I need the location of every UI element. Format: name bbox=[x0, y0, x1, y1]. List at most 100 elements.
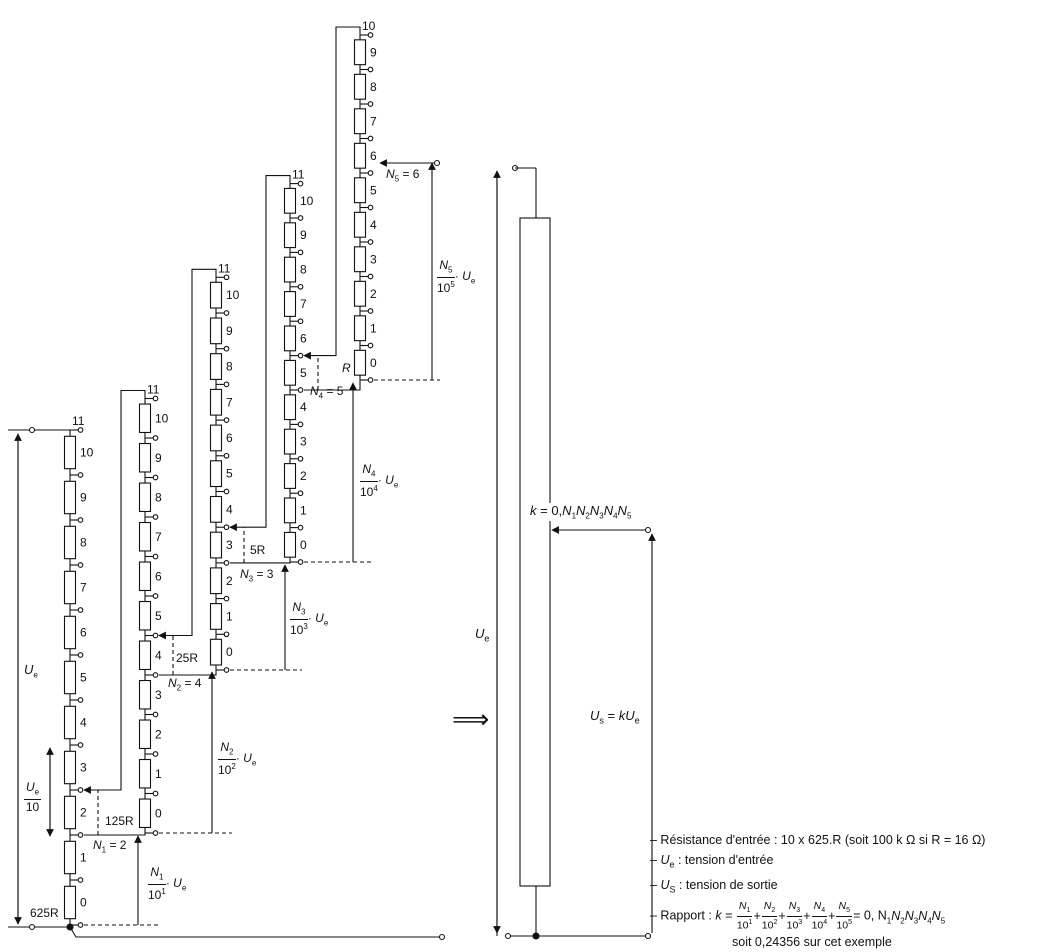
digit-label: 8 bbox=[155, 490, 162, 504]
resistor bbox=[353, 246, 367, 273]
tap-terminal bbox=[223, 524, 230, 531]
resistor bbox=[138, 600, 152, 631]
resistor bbox=[138, 679, 152, 710]
digit-label: 8 bbox=[80, 536, 87, 550]
tap-terminal bbox=[367, 204, 374, 211]
input-terminal-top bbox=[28, 426, 36, 434]
digit-label: 2 bbox=[300, 469, 307, 483]
legend-ue: – Ue : tension d'entrée bbox=[650, 853, 774, 870]
tap-terminal bbox=[223, 631, 230, 638]
tap-terminal bbox=[297, 249, 304, 256]
resistor bbox=[353, 280, 367, 307]
resistor bbox=[63, 480, 77, 515]
tap-terminal bbox=[223, 667, 230, 673]
tap-terminal bbox=[223, 488, 230, 495]
digit-label: 8 bbox=[300, 263, 307, 277]
selection-label-n2: N2 = 4 bbox=[168, 676, 202, 693]
digit-label: 8 bbox=[226, 360, 233, 374]
resistor bbox=[63, 435, 77, 470]
resistor-value-label: 25R bbox=[176, 651, 198, 665]
digit-label: 5 bbox=[300, 366, 307, 380]
resistor bbox=[138, 521, 152, 552]
feed-wire-bottom bbox=[304, 380, 361, 391]
resistor bbox=[63, 705, 77, 740]
tap-terminal bbox=[152, 711, 159, 718]
resistor bbox=[209, 567, 223, 595]
digit-label: 9 bbox=[155, 451, 162, 465]
tap-terminal bbox=[297, 387, 304, 393]
resistor bbox=[209, 281, 223, 309]
digit-label: 9 bbox=[80, 491, 87, 505]
resistor bbox=[138, 758, 152, 789]
left-ue-label: Ue bbox=[24, 662, 38, 680]
resistor bbox=[283, 256, 297, 283]
tap-terminal bbox=[77, 472, 84, 478]
digit-label: 2 bbox=[370, 287, 377, 301]
digit-label: 2 bbox=[226, 574, 233, 588]
digit-label: 1 bbox=[370, 321, 377, 335]
digit-label: 4 bbox=[226, 502, 233, 516]
digit-label: 2 bbox=[155, 727, 162, 741]
top-index-label: 11 bbox=[147, 383, 160, 397]
tap-terminal bbox=[367, 273, 374, 280]
resistor bbox=[138, 798, 152, 829]
tap-terminal bbox=[297, 421, 304, 428]
resistor bbox=[209, 317, 223, 345]
legend-example: soit 0,24356 sur cet exemple bbox=[732, 934, 892, 949]
tap-terminal bbox=[223, 274, 230, 281]
resistor bbox=[209, 603, 223, 630]
resistor bbox=[209, 424, 223, 452]
tap-terminal bbox=[367, 32, 374, 38]
digit-label: 1 bbox=[226, 609, 233, 623]
k-label: k = 0,N1N2N3N4N5 bbox=[530, 503, 632, 521]
tap-terminal bbox=[152, 632, 159, 639]
resistor bbox=[209, 388, 223, 416]
resistor bbox=[63, 570, 77, 605]
resistor bbox=[138, 442, 152, 473]
common-node bbox=[532, 932, 540, 940]
resistor-value-label: 125R bbox=[105, 814, 134, 828]
digit-label: 9 bbox=[370, 45, 377, 59]
tap-terminal bbox=[297, 352, 304, 359]
input-terminal-bottom bbox=[28, 923, 36, 931]
tap-terminal bbox=[297, 455, 304, 462]
digit-label: 1 bbox=[80, 851, 87, 865]
legend-us: – US : tension de sortie bbox=[650, 877, 778, 895]
resistor-value-label: R bbox=[342, 361, 351, 375]
tap-terminal bbox=[77, 742, 84, 748]
resistor bbox=[209, 460, 223, 488]
resistor bbox=[63, 885, 77, 920]
resistor bbox=[283, 325, 297, 352]
resistor bbox=[138, 482, 152, 513]
tap-terminal bbox=[77, 607, 84, 613]
digit-label: 4 bbox=[155, 648, 162, 662]
resistor bbox=[353, 349, 367, 376]
tap-terminal bbox=[223, 452, 230, 459]
digit-label: 0 bbox=[370, 356, 377, 370]
resistor bbox=[283, 531, 297, 558]
tap-terminal bbox=[223, 381, 230, 388]
tap-terminal bbox=[152, 553, 159, 560]
resistor bbox=[138, 403, 152, 434]
digit-label: 0 bbox=[300, 538, 307, 552]
tap-terminal bbox=[297, 180, 304, 187]
tap-terminal bbox=[152, 514, 159, 520]
output-terminal-bottom bbox=[644, 932, 652, 940]
tap-terminal bbox=[297, 318, 304, 325]
digit-label: 10 bbox=[80, 446, 94, 460]
output-terminal-top bbox=[644, 526, 652, 534]
selection-label-n1: N1 = 2 bbox=[93, 838, 127, 855]
digit-label: 3 bbox=[80, 761, 87, 775]
resistor bbox=[283, 463, 297, 489]
resistor bbox=[283, 291, 297, 317]
tap-terminal bbox=[77, 787, 84, 793]
resistor bbox=[353, 177, 367, 204]
selection-label-n5: N5 = 6 bbox=[386, 167, 420, 184]
tap-terminal bbox=[223, 345, 230, 352]
tap-terminal bbox=[297, 524, 304, 531]
